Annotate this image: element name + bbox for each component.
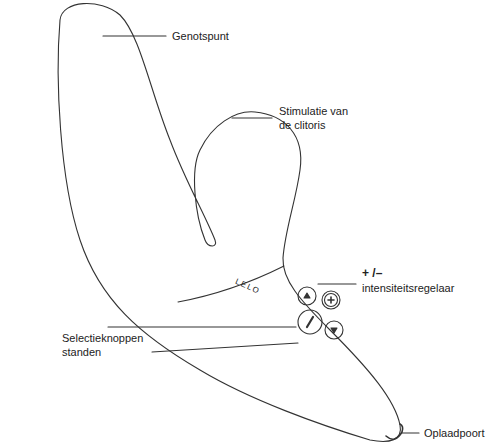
plus-button-ring	[325, 294, 338, 307]
leader-line	[108, 326, 296, 327]
part-label: Genotspunt	[172, 29, 229, 43]
part-label: intensiteitsregelaar	[362, 281, 454, 295]
mode-down-button	[325, 321, 343, 339]
part-label: Stimulatie van de clitoris	[279, 104, 363, 132]
leader-line	[152, 343, 298, 352]
minus-symbol	[307, 317, 313, 327]
device-outline	[58, 4, 400, 442]
up-symbol	[304, 293, 310, 298]
leader-line	[103, 35, 166, 36]
charging-port	[386, 424, 403, 439]
leader-line	[232, 117, 272, 118]
plus-symbol	[328, 297, 334, 303]
control-symbol-label: + /–	[362, 266, 382, 281]
part-label: Oplaadpoort	[424, 426, 485, 440]
leader-line	[402, 432, 419, 433]
part-label: Selectieknoppen standen	[62, 331, 156, 359]
plus-button	[322, 291, 340, 309]
down-symbol	[331, 328, 337, 333]
collar-line	[178, 266, 284, 302]
mode-up-button	[298, 287, 316, 305]
leader-line	[318, 283, 356, 284]
minus-button	[298, 310, 322, 334]
